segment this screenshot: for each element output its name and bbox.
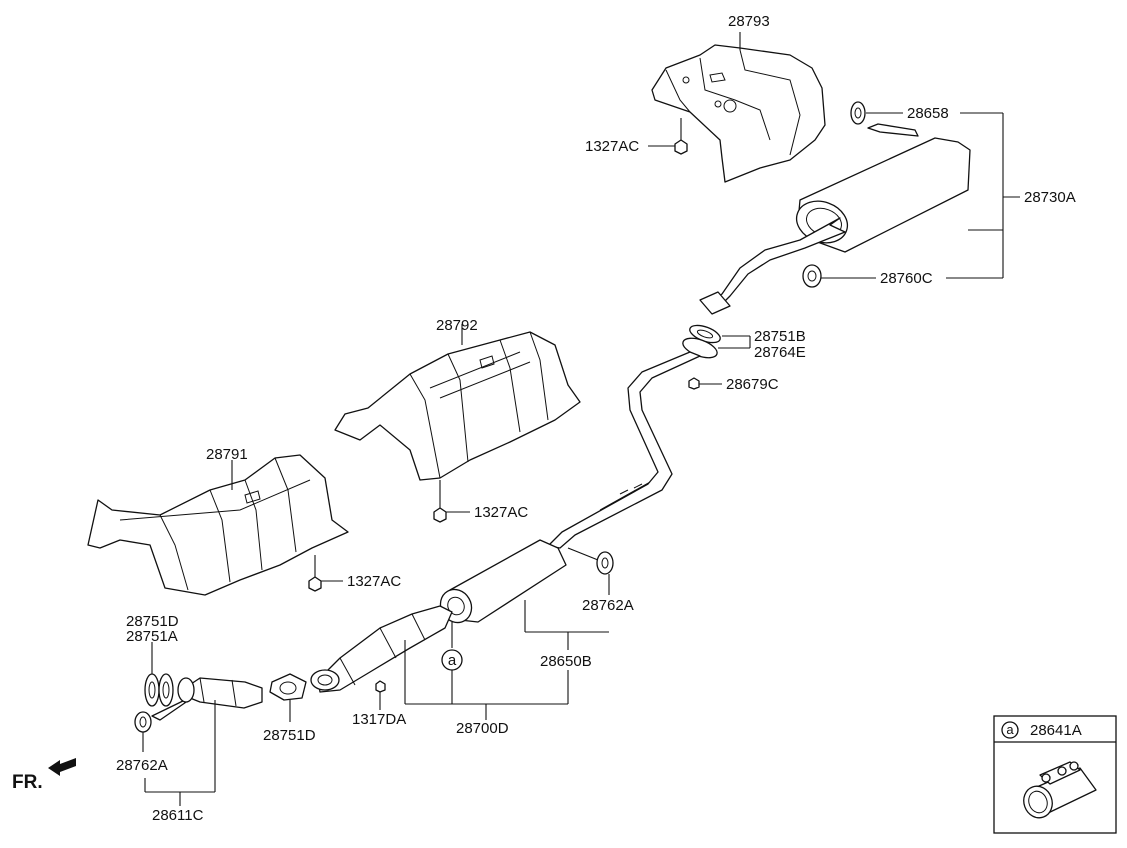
inset-clamp-28641a: a 28641A <box>993 715 1117 834</box>
heat-protector-28791 <box>87 454 349 596</box>
catalytic-converter <box>310 605 453 693</box>
label-28762a-right: 28762A <box>582 597 634 614</box>
label-1327ac-mid: 1327AC <box>474 504 528 521</box>
label-28650b: 28650B <box>540 653 592 670</box>
bolt-1327ac-top <box>674 118 688 155</box>
label-28679c: 28679C <box>726 376 779 393</box>
nut-1327ac-mid <box>433 480 447 523</box>
label-28751b: 28751B <box>754 328 806 345</box>
label-28764e: 28764E <box>754 344 806 361</box>
label-28792: 28792 <box>436 317 478 334</box>
center-pipe <box>547 351 701 549</box>
label-28762a-left: 28762A <box>116 757 168 774</box>
front-direction-marker: FR. <box>12 758 76 793</box>
gasket-28751b <box>689 324 721 344</box>
label-1327ac-top: 1327AC <box>585 138 639 155</box>
heat-protector-28792 <box>334 331 581 481</box>
label-28611c: 28611C <box>152 807 204 824</box>
bolt-1317da <box>375 680 386 693</box>
hanger-28658 <box>850 101 866 125</box>
inset-part-label: 28641A <box>1030 722 1082 739</box>
label-28751d-mid: 28751D <box>263 727 316 744</box>
gasket-28751d-mid <box>269 673 307 701</box>
label-28700d: 28700D <box>456 720 509 737</box>
center-muffler-28650b <box>439 539 567 624</box>
gasket-28751d-left <box>144 673 160 707</box>
label-28751a: 28751A <box>126 628 178 645</box>
label-28658: 28658 <box>907 105 949 122</box>
gasket-28751a <box>158 673 174 707</box>
rear-muffler-28730a <box>699 123 971 315</box>
hanger-28762a-right <box>567 547 614 575</box>
hanger-28760c <box>802 264 822 288</box>
callout-a-text: a <box>448 652 457 669</box>
label-28791: 28791 <box>206 446 248 463</box>
fr-label: FR. <box>12 772 43 793</box>
leader-lines <box>142 32 1020 806</box>
nut-28679c <box>688 377 700 390</box>
label-1327ac-left: 1327AC <box>347 573 401 590</box>
nut-1327ac-left <box>308 555 322 592</box>
clamp-callout-a: a <box>441 622 463 671</box>
label-28793: 28793 <box>728 13 770 30</box>
front-pipe-28611c <box>151 677 263 721</box>
label-28730a: 28730A <box>1024 189 1076 206</box>
label-1317da: 1317DA <box>352 711 406 728</box>
label-28751d-top: 28751D <box>126 613 179 630</box>
label-28760c: 28760C <box>880 270 933 287</box>
front-direction-arrow-icon <box>48 758 76 776</box>
hanger-28762a-left <box>134 711 152 733</box>
pipe-clamp-drawing <box>1023 761 1097 819</box>
inset-callout-text: a <box>1006 722 1014 737</box>
heat-protector-28793 <box>651 44 826 183</box>
part-labels: 28793 1327AC 28658 28730A 28760C 28751B … <box>116 13 1076 824</box>
